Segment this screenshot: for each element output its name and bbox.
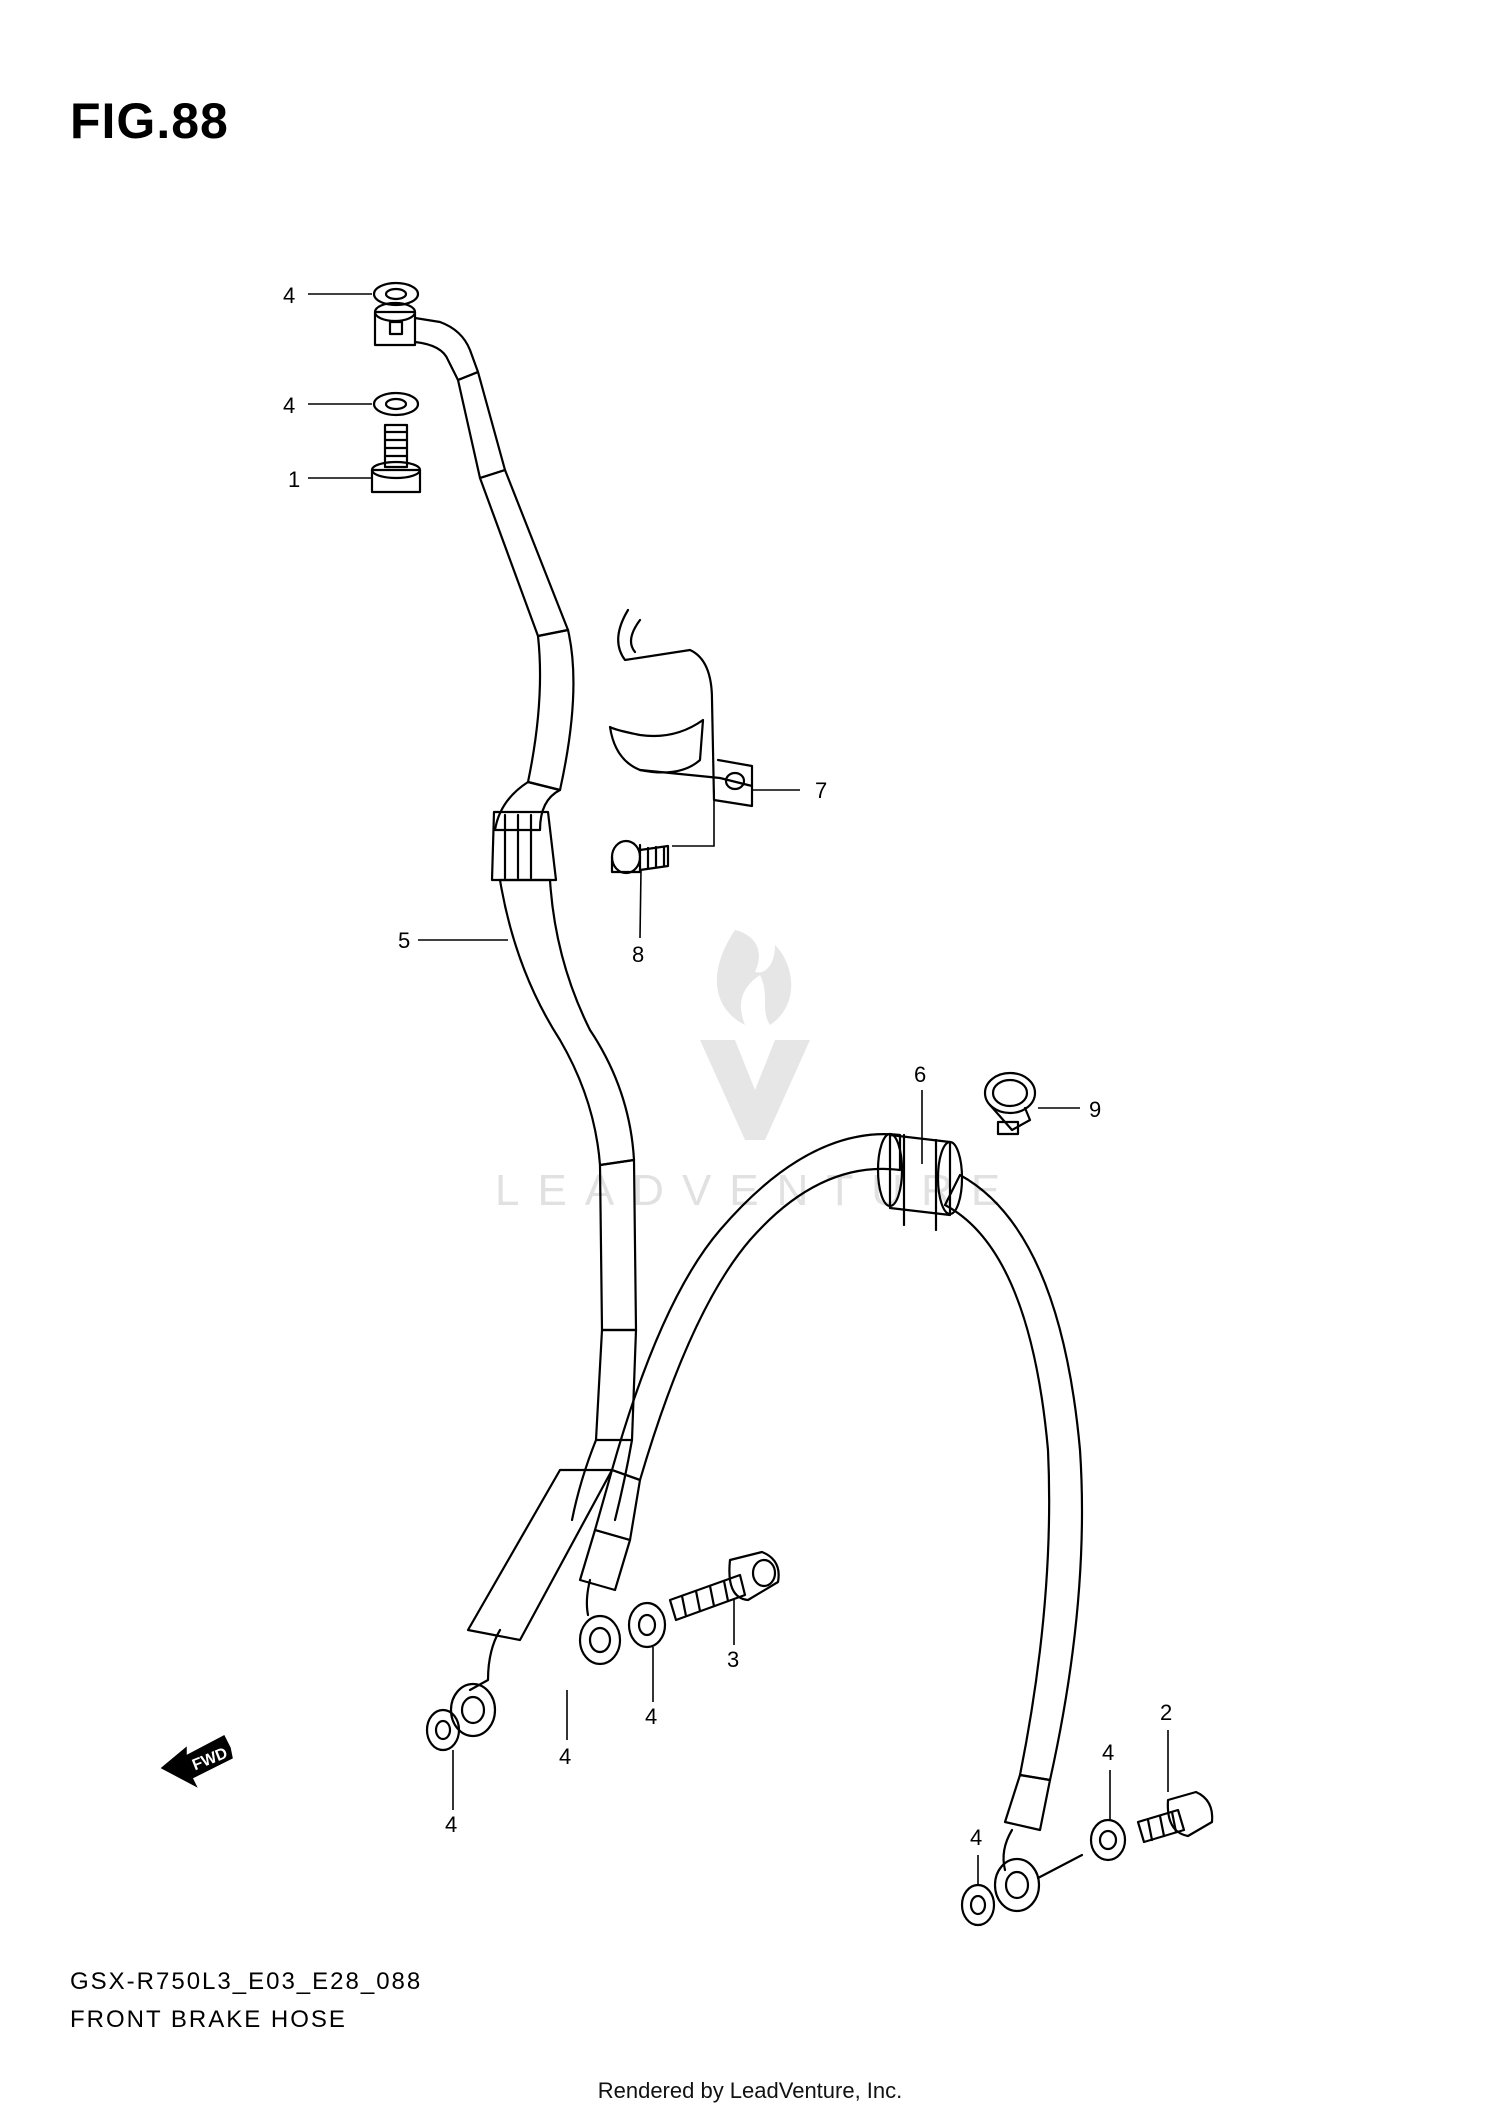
leader-lines xyxy=(308,293,1169,1885)
callout-8: 8 xyxy=(632,942,644,967)
callout-9: 9 xyxy=(1089,1097,1101,1122)
callout-4-top: 4 xyxy=(283,283,295,308)
watermark: LEADVENTURE xyxy=(495,930,1018,1215)
banjo-fitting-upper xyxy=(373,301,480,382)
callout-labels: 4 4 1 7 8 5 6 9 3 4 4 4 2 4 4 xyxy=(283,283,1172,1850)
callout-5: 5 xyxy=(398,928,410,953)
watermark-text: LEADVENTURE xyxy=(495,1166,1018,1215)
hose-clamp xyxy=(983,1071,1037,1136)
callout-7: 7 xyxy=(815,778,827,803)
hose-grommet xyxy=(876,1132,964,1232)
callout-4-middle: 4 xyxy=(645,1704,657,1729)
banjo-bolt-upper xyxy=(370,423,422,494)
washer-middle xyxy=(627,1601,667,1649)
callout-6: 6 xyxy=(914,1062,926,1087)
callout-1: 1 xyxy=(288,467,300,492)
washer-lower-left xyxy=(425,1708,461,1752)
brake-hose-lower xyxy=(578,1133,1084,1913)
washer-upper xyxy=(372,391,420,417)
forward-arrow-icon: FWD xyxy=(160,1734,233,1788)
callout-2: 2 xyxy=(1160,1700,1172,1725)
diagram-code: GSX-R750L3_E03_E28_088 xyxy=(70,1968,423,1995)
washer-lower-right xyxy=(960,1883,996,1927)
callout-3: 3 xyxy=(727,1647,739,1672)
brake-hose-upper xyxy=(456,370,638,1642)
hose-bracket xyxy=(608,608,754,808)
callout-4-right-lower: 4 xyxy=(970,1825,982,1850)
callout-4-upper: 4 xyxy=(283,393,295,418)
banjo-fitting-lower-left xyxy=(449,1628,502,1738)
washer-lower-right-2 xyxy=(1089,1818,1127,1862)
banjo-bolt-lower-right xyxy=(1136,1790,1214,1844)
washer-top xyxy=(372,281,420,307)
figure-title: FIG.88 xyxy=(70,93,229,149)
banjo-bolt-middle xyxy=(668,1550,780,1622)
bracket-bolt xyxy=(610,839,670,875)
render-credit: Rendered by LeadVenture, Inc. xyxy=(597,2078,903,2103)
callout-4-lower-left: 4 xyxy=(445,1812,457,1837)
leadventure-flame-logo-icon xyxy=(700,930,810,1140)
callout-4-right-upper: 4 xyxy=(1102,1740,1114,1765)
diagram-name: FRONT BRAKE HOSE xyxy=(70,2006,347,2033)
callout-4-lower-mid: 4 xyxy=(559,1744,571,1769)
